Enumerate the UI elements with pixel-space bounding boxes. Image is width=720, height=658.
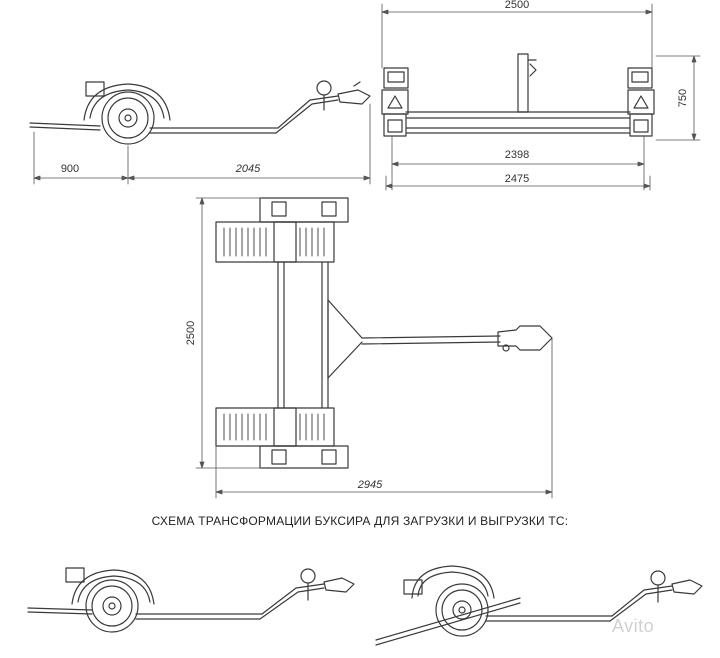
transform-view-left [27,567,355,633]
dim-rear-outer: 2475 [505,173,529,185]
top-dimension-lines [195,197,553,499]
dim-top-length: 2945 [357,479,383,491]
dim-rear-total-width: 2500 [505,0,529,11]
dim-side-length: 2045 [235,163,261,175]
side-view-trailer [29,80,371,145]
transformation-caption: СХЕМА ТРАНСФОРМАЦИИ БУКСИРА ДЛЯ ЗАГРУЗКИ… [151,514,569,528]
top-view-trailer [215,197,553,469]
rear-dimension-lines [381,3,701,191]
dim-rear-track: 2398 [505,149,529,161]
rear-view-trailer [381,53,655,137]
watermark: Avito [612,616,655,636]
transform-view-right [375,565,703,646]
side-dimension-lines [33,103,371,185]
dim-side-overhang: 900 [61,163,79,175]
dim-rear-height: 750 [677,89,689,107]
dim-top-width: 2500 [185,321,197,345]
